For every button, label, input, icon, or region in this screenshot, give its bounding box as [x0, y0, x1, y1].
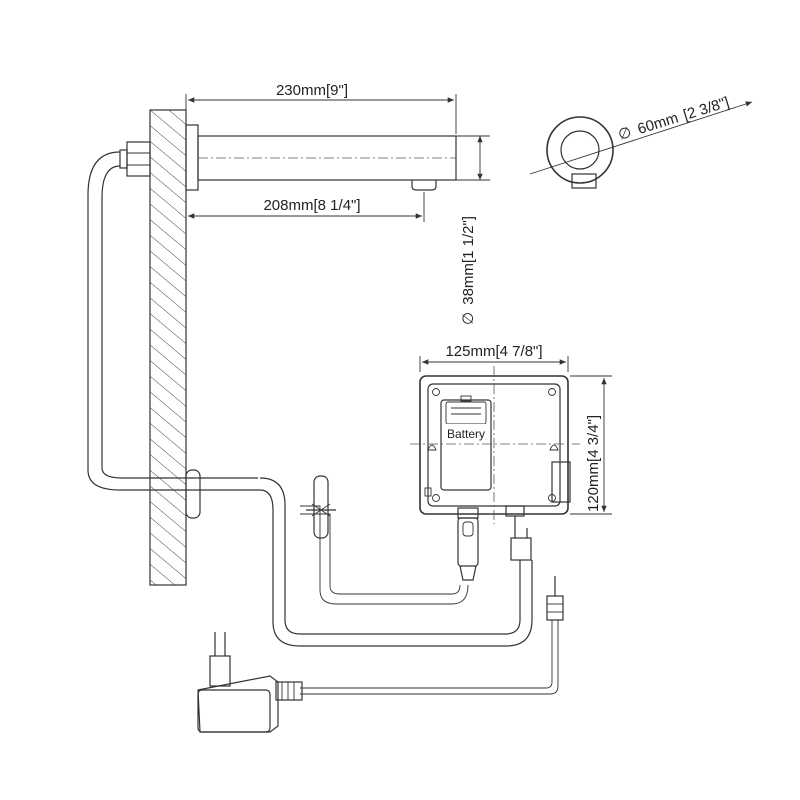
svg-text:∅ 38mm[1 1/2"]: ∅ 38mm[1 1/2"]: [460, 216, 477, 325]
flange-top-view: ∅ 60mm [2 3/8"]: [529, 94, 753, 189]
battery-label: Battery: [447, 427, 485, 441]
svg-text:208mm[8 1/4"]: 208mm[8 1/4"]: [263, 197, 360, 214]
flange-diameter-label: ∅ 60mm [2 3/8"]: [616, 94, 731, 144]
svg-text:120mm[4 3/4"]: 120mm[4 3/4"]: [585, 415, 602, 512]
dimension-box-height: 120mm[4 3/4"]: [570, 375, 612, 515]
hoses: [87, 151, 533, 647]
spout: [119, 124, 457, 191]
svg-text:230mm[9"]: 230mm[9"]: [276, 82, 348, 99]
wall: [149, 109, 187, 586]
dimension-spout-reach: 208mm[8 1/4"]: [188, 192, 425, 222]
power-adapter: [197, 576, 564, 733]
dimension-spout-length: 230mm[9"]: [185, 82, 457, 134]
dimension-box-width: 125mm[4 7/8"]: [419, 343, 569, 372]
dimension-spout-diameter: ∅ 38mm[1 1/2"]: [456, 135, 490, 325]
control-box: Battery: [410, 366, 580, 581]
svg-text:125mm[4 7/8"]: 125mm[4 7/8"]: [445, 343, 542, 360]
